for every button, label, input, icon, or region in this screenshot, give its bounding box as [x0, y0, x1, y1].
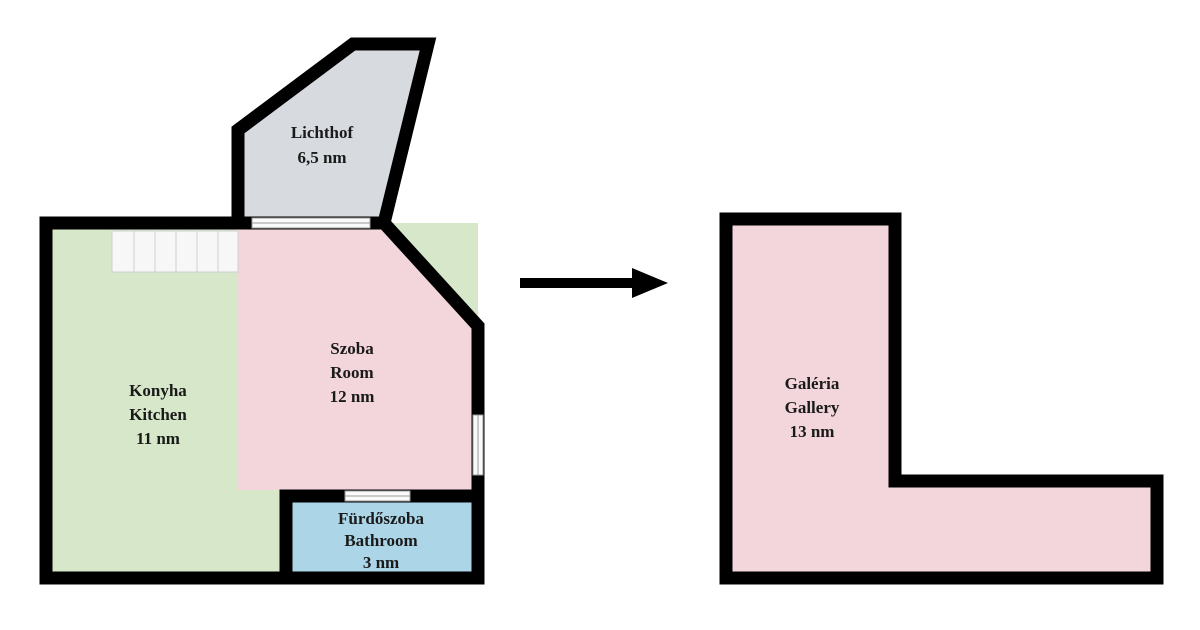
gallery-area — [719, 212, 1164, 585]
bathroom-area — [292, 502, 472, 572]
lichthof-area — [231, 37, 437, 230]
ground-floor-plan: Lichthof 6,5 nm Szoba Room 12 nm Konyha … — [39, 37, 485, 585]
bathroom-label-hu: Fürdőszoba — [338, 509, 424, 528]
bathroom-area-label: 3 nm — [363, 553, 399, 572]
kitchen-label-en: Kitchen — [129, 405, 187, 424]
arrow-right-icon — [520, 268, 668, 298]
room-label-hu: Szoba — [330, 339, 374, 358]
window-bathroom — [344, 490, 411, 502]
gallery-label-en: Gallery — [785, 398, 840, 417]
gallery-area-label: 13 nm — [790, 422, 835, 441]
bathroom-wall — [279, 489, 478, 578]
room-label-en: Room — [330, 363, 373, 382]
lichthof-label: Lichthof — [291, 123, 354, 142]
window-lichthof — [251, 217, 371, 229]
gallery-label-hu: Galéria — [785, 374, 840, 393]
room-area — [238, 229, 472, 490]
window-room-east — [472, 414, 484, 476]
gallery-floor-plan: Galéria Gallery 13 nm — [719, 212, 1164, 585]
kitchen-area-label: 11 nm — [136, 429, 180, 448]
kitchen-label-hu: Konyha — [129, 381, 187, 400]
stairs — [111, 230, 239, 273]
bathroom-label-en: Bathroom — [344, 531, 417, 550]
room-area-label: 12 nm — [330, 387, 375, 406]
lichthof-area-label: 6,5 nm — [297, 148, 346, 167]
